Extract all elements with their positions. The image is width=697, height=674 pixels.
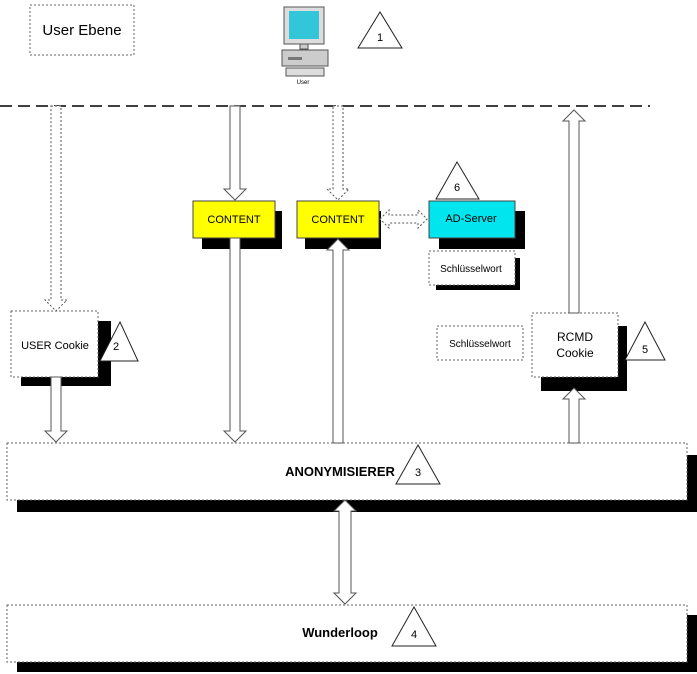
marker-triangle-4: 4 [391, 605, 437, 647]
content-box-right: CONTENT [296, 200, 381, 249]
arrow-anonymisierer-wunderloop [332, 499, 358, 605]
ad-server-label: AD-Server [445, 213, 497, 225]
marker-triangle-2: 2 [99, 320, 139, 362]
anonymisierer-label: ANONYMISIERER [285, 464, 395, 479]
marker-3-label: 3 [415, 467, 421, 479]
marker-1-label: 1 [377, 32, 383, 44]
wunderloop-label: Wunderloop [302, 625, 378, 640]
marker-triangle-6: 6 [435, 161, 480, 200]
keyword-top-label: Schlüsselwort [440, 264, 502, 275]
computer-caption: User [297, 80, 310, 86]
arrow-anonymisierer-to-content-right [325, 238, 351, 444]
keyword-box-top: Schlüsselwort [428, 250, 520, 290]
content-left-label: CONTENT [207, 214, 260, 226]
arrow-anonymisierer-to-rcmd-cookie [561, 387, 587, 444]
rcmd-cookie-box: RCMD Cookie [531, 312, 627, 391]
arrow-user-to-content-right [325, 105, 351, 201]
anonymisierer-box: ANONYMISIERER [6, 442, 697, 512]
arrow-user-to-content-left [222, 105, 248, 201]
monitor-screen [289, 11, 319, 39]
keyword-mid-label: Schlüsselwort [449, 339, 511, 350]
user-cookie-label: USER Cookie [21, 340, 89, 352]
marker-5-label: 5 [642, 344, 648, 356]
marker-triangle-3: 3 [395, 443, 441, 485]
ad-server-box: AD-Server [428, 200, 525, 249]
user-level-label: User Ebene [42, 22, 121, 39]
keyword-box-mid: Schlüsselwort [436, 325, 524, 361]
marker-4-label: 4 [411, 629, 417, 641]
marker-triangle-1: 1 [357, 11, 403, 49]
rcmd-cookie-line1: RCMD [557, 330, 593, 344]
arrow-user-to-user-cookie [43, 105, 69, 312]
user-level-box: User Ebene [29, 4, 135, 56]
arrow-user-cookie-to-anonymisierer [43, 376, 69, 443]
marker-2-label: 2 [113, 341, 119, 353]
user-cookie-box: USER Cookie [10, 310, 111, 386]
arrow-content-ad-server [379, 208, 428, 230]
rcmd-cookie-line2: Cookie [556, 346, 594, 360]
arrow-content-left-to-anonymisierer [222, 237, 248, 443]
marker-6-label: 6 [454, 182, 460, 194]
content-box-left: CONTENT [192, 200, 282, 249]
content-right-label: CONTENT [311, 214, 364, 226]
computer-icon: User [281, 6, 329, 86]
arrow-rcmd-cookie-to-user [561, 109, 587, 314]
wunderloop-box: Wunderloop [6, 604, 697, 672]
marker-triangle-5: 5 [624, 320, 666, 361]
